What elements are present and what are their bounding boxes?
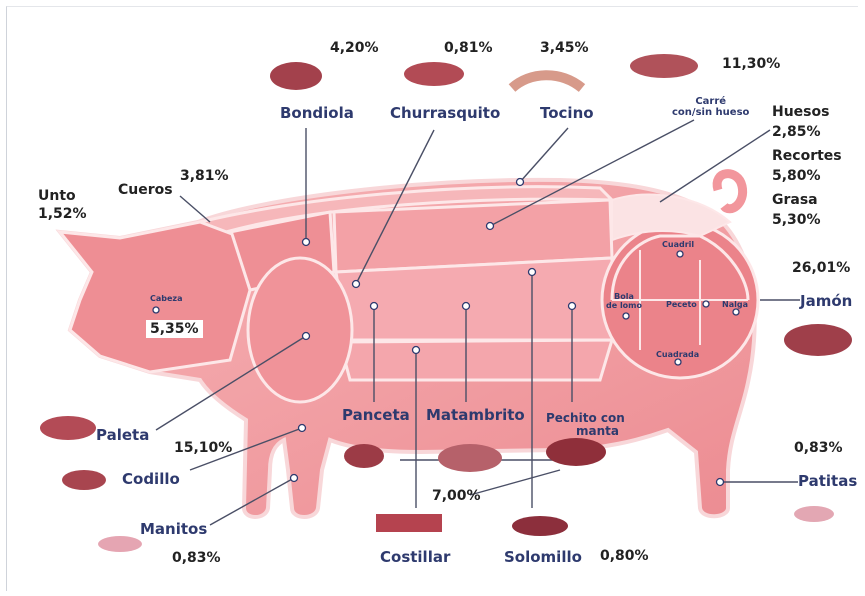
pct-unto: 1,52% [38, 206, 87, 222]
label-peceto: Peceto [666, 300, 697, 309]
pct-recortes: 5,80% [772, 168, 821, 184]
pct-jamon: 26,01% [792, 260, 850, 276]
tail [717, 174, 743, 209]
pct-churrasquito: 0,81% [444, 40, 493, 56]
label-jamon: Jamón [800, 292, 852, 310]
label-matambrito: Matambrito [426, 406, 525, 424]
label-panceta: Panceta [342, 406, 410, 424]
label-cuadrada: Cuadrada [656, 350, 699, 359]
pct-grasa: 5,30% [772, 212, 821, 228]
pct-bondiola: 4,20% [330, 40, 379, 56]
pct-huesos: 2,85% [772, 124, 821, 140]
pct-pechito: 7,00% [432, 488, 481, 504]
pct-cabeza: 5,35% [146, 320, 203, 338]
label-cuadril: Cuadril [662, 240, 694, 249]
label-solomillo: Solomillo [504, 548, 582, 566]
label-carre: Carré con/sin hueso [672, 96, 749, 118]
label-huesos: Huesos [772, 104, 829, 120]
label-pechito-line2: manta [546, 425, 625, 438]
label-tocino: Tocino [540, 104, 594, 122]
label-codillo: Codillo [122, 470, 180, 488]
label-manitos: Manitos [140, 520, 207, 538]
label-recortes: Recortes [772, 148, 842, 164]
label-paleta: Paleta [96, 426, 149, 444]
label-carre-line1: Carré [672, 96, 749, 107]
pct-carre: 11,30% [722, 56, 780, 72]
label-unto: Unto [38, 188, 76, 204]
pct-tocino: 3,45% [540, 40, 589, 56]
pct-cueros: 3,81% [180, 168, 229, 184]
label-grasa: Grasa [772, 192, 818, 208]
label-costillar: Costillar [380, 548, 450, 566]
pct-manitos: 0,83% [172, 550, 221, 566]
label-cueros: Cueros [118, 182, 173, 198]
pct-solomillo: 0,80% [600, 548, 649, 564]
label-patitas: Patitas [798, 472, 857, 490]
label-churrasquito: Churrasquito [390, 104, 500, 122]
label-carre-line2: con/sin hueso [672, 107, 749, 118]
label-bola-line1: Bola [606, 292, 642, 301]
label-pechito: Pechito con manta [546, 412, 625, 438]
label-cabeza: Cabeza [150, 294, 182, 303]
label-bola-de-lomo: Bola de lomo [606, 292, 642, 310]
pct-paleta: 15,10% [174, 440, 232, 456]
pct-patitas: 0,83% [794, 440, 843, 456]
label-bondiola: Bondiola [280, 104, 354, 122]
label-bola-line2: de lomo [606, 301, 642, 310]
label-nalga: Nalga [722, 300, 748, 309]
